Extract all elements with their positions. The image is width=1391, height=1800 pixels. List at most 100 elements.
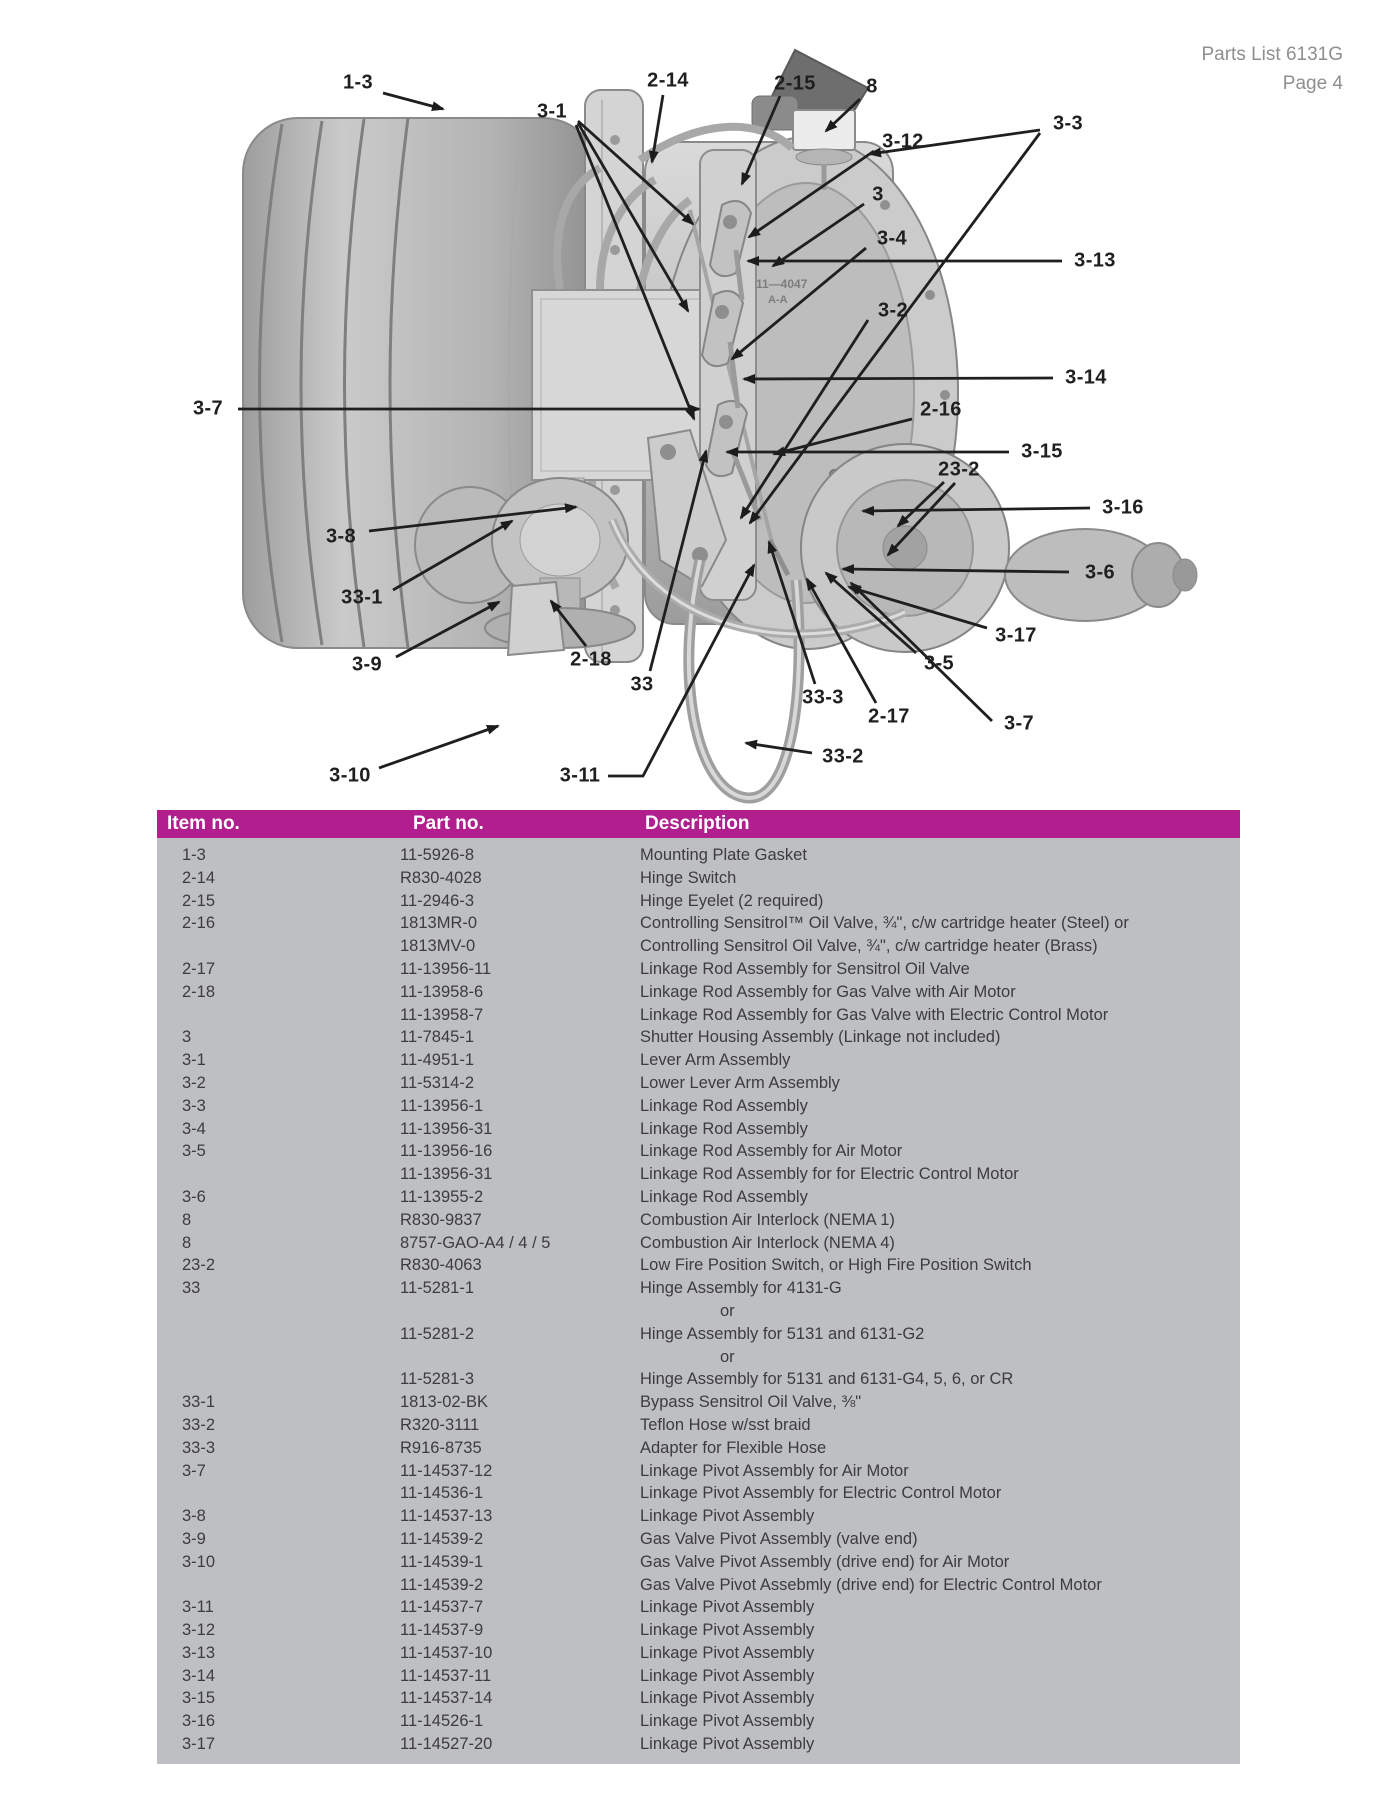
item-no-cell: 3-9: [182, 1529, 206, 1548]
part-no-cell: 11-4951-1: [400, 1051, 475, 1070]
part-no-cell: 11-14536-1: [400, 1484, 484, 1503]
part-no-cell: 11-14539-2: [400, 1529, 484, 1548]
description-cell: Hinge Switch: [640, 868, 737, 887]
part-no-cell: 1813MR-0: [400, 914, 478, 933]
item-no-cell: [157, 935, 397, 958]
description-cell: Linkage Pivot Assembly for Air Motor: [640, 1461, 909, 1480]
description-cell: Lower Lever Arm Assembly: [640, 1073, 840, 1092]
description-cell: Linkage Rod Assembly for Gas Valve with …: [640, 982, 1016, 1001]
item-no-cell: 8: [182, 1233, 192, 1252]
item-no-cell: 3-4: [182, 1119, 206, 1138]
part-no-cell: 11-14526-1: [400, 1712, 484, 1731]
description-cell: Low Fire Position Switch, or High Fire P…: [640, 1256, 1032, 1275]
item-no-cell: 23-2: [182, 1256, 216, 1275]
description-cell: Controlling Sensitrol Oil Valve, ¾", c/w…: [640, 937, 1098, 956]
item-no-cell: [157, 1004, 397, 1027]
item-no-cell: 3-2: [182, 1073, 206, 1092]
item-no-cell: 2-16: [182, 914, 216, 933]
page-number: Page 4: [1282, 73, 1343, 95]
part-no-cell: 11-13956-31: [400, 1165, 493, 1184]
callout-label-3-5: 3-5: [923, 652, 955, 675]
table-row-or: or: [157, 1346, 1240, 1369]
item-no-cell: 3-11: [182, 1598, 214, 1617]
item-no-cell: 3-6: [182, 1187, 206, 1206]
description-cell: Linkage Pivot Assembly for Electric Cont…: [640, 1484, 1002, 1503]
description-cell: Teflon Hose w/sst braid: [640, 1415, 811, 1434]
item-no-cell: [157, 1574, 397, 1597]
housing-stamp-line1: 11—4047: [756, 277, 808, 291]
description-cell: Hinge Assembly for 5131 and 6131-G2: [640, 1324, 925, 1343]
description-cell: Linkage Pivot Assembly: [640, 1598, 815, 1617]
description-cell: Gas Valve Pivot Assembly (drive end) for…: [640, 1552, 1010, 1571]
column-header-description: Description: [645, 813, 750, 834]
item-no-cell: 8: [182, 1210, 192, 1229]
page-header: Parts List 6131G Page 4: [1201, 40, 1343, 99]
description-cell: Lever Arm Assembly: [640, 1051, 791, 1070]
description-cell: Controlling Sensitrol™ Oil Valve, ¾", c/…: [640, 914, 1129, 933]
part-no-cell: R320-3111: [400, 1415, 480, 1434]
callout-label-3-1: 3-1: [536, 100, 568, 123]
callout-label-3-6: 3-6: [1084, 561, 1116, 584]
or-separator: or: [720, 1301, 735, 1320]
column-header-item-no: Item no.: [167, 813, 240, 834]
part-no-cell: 11-14539-2: [400, 1575, 484, 1594]
description-cell: Linkage Pivot Assembly: [640, 1507, 815, 1526]
callout-label-3-7: 3-7: [1003, 712, 1035, 735]
item-no-cell: 3: [182, 1028, 192, 1047]
description-cell: Linkage Rod Assembly for Air Motor: [640, 1142, 903, 1161]
callout-label-3-9: 3-9: [351, 653, 383, 676]
callout-label-3-10: 3-10: [329, 764, 371, 787]
part-no-cell: 11-13956-16: [400, 1142, 493, 1161]
item-no-cell: [157, 1368, 397, 1391]
description-cell: Linkage Rod Assembly: [640, 1119, 808, 1138]
part-no-cell: R830-4063: [400, 1256, 482, 1275]
description-cell: Linkage Pivot Assembly: [640, 1621, 815, 1640]
part-no-cell: 11-14537-7: [400, 1598, 484, 1617]
item-no-cell: 3-14: [182, 1666, 216, 1685]
callout-label-2-14: 2-14: [647, 69, 689, 92]
table-row: 2-16 1813MR-0 Controlling Sensitrol™ Oil V…: [157, 912, 1240, 935]
part-no-cell: R830-9837: [400, 1210, 482, 1229]
item-no-cell: [157, 1482, 397, 1505]
callout-label-3-14: 3-14: [1065, 366, 1107, 389]
callout-label-1-3: 1-3: [342, 71, 374, 94]
part-no-cell: 11-13956-1: [400, 1096, 484, 1115]
item-no-cell: 3-7: [182, 1461, 206, 1480]
callout-label-3: 3: [872, 183, 884, 206]
item-no-cell: 3-1: [182, 1051, 206, 1070]
item-no-cell: [157, 1323, 397, 1346]
callout-label-3-8: 3-8: [325, 525, 357, 548]
callout-label-3-12: 3-12: [882, 130, 924, 153]
part-no-cell: 1813MV-0: [400, 937, 476, 956]
part-no-cell: 11-14539-1: [400, 1552, 484, 1571]
table-row: 23-2 R830-4063 Low Fire Position Switch, o…: [157, 1254, 1240, 1277]
part-no-cell: 11-2946-3: [400, 891, 475, 910]
part-no-cell: 11-7845-1: [400, 1028, 475, 1047]
callout-label-2-17: 2-17: [868, 705, 910, 728]
item-no-cell: 2-15: [182, 891, 216, 910]
description-cell: Bypass Sensitrol Oil Valve, ⅜": [640, 1393, 862, 1412]
column-header-part-no: Part no.: [413, 813, 484, 834]
part-no-cell: R916-8735: [400, 1438, 482, 1457]
callout-label-2-15: 2-15: [774, 72, 816, 95]
part-no-cell: 11-13958-7: [400, 1005, 484, 1024]
